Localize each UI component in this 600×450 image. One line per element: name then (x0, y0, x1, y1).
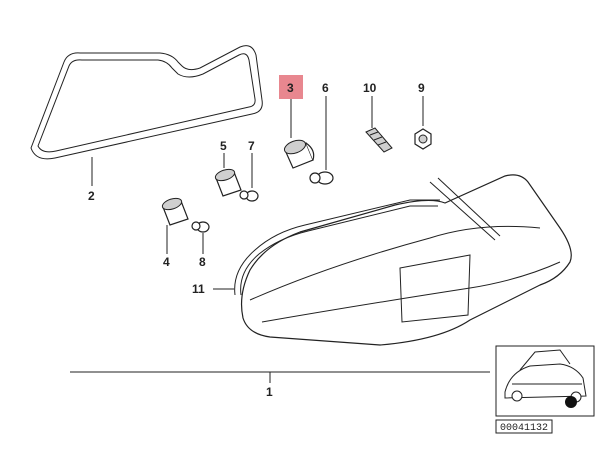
callout-6: 6 (322, 81, 329, 95)
bulb-7[interactable] (239, 190, 259, 202)
callout-5: 5 (220, 139, 227, 153)
callout-9: 9 (418, 81, 425, 95)
nut-9[interactable] (414, 128, 432, 150)
bulb-socket-4[interactable] (161, 196, 189, 226)
callout-1: 1 (266, 385, 273, 399)
callout-8: 8 (199, 255, 206, 269)
vehicle-location-inset (495, 345, 595, 417)
tail-light-housing[interactable] (240, 174, 572, 346)
bulb-8[interactable] (191, 221, 210, 233)
gasket-seal[interactable] (30, 45, 263, 160)
callout-2: 2 (88, 189, 95, 203)
diagram-code: 00041132 (500, 423, 548, 434)
callout-3: 3 (287, 81, 294, 95)
diagram-code-box (495, 419, 553, 434)
callout-4: 4 (163, 255, 170, 269)
callout-3-highlight (279, 75, 303, 99)
bulb-6[interactable] (309, 171, 334, 185)
callout-7: 7 (248, 139, 255, 153)
bulb-socket-3[interactable] (283, 138, 315, 169)
callout-10: 10 (363, 81, 377, 95)
location-marker-icon (565, 396, 577, 408)
bulb-socket-5[interactable] (214, 167, 242, 197)
callout-11: 11 (192, 282, 205, 296)
seal-strip-11[interactable] (234, 199, 440, 296)
screw-10[interactable] (365, 127, 393, 153)
